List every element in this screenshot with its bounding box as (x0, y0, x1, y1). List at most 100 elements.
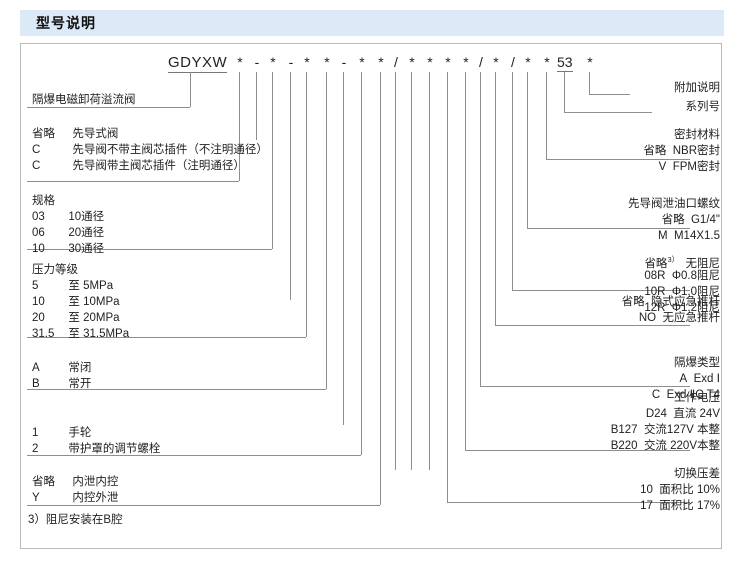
leader-line-vertical (411, 72, 412, 470)
normal-state-text: 常开 (68, 378, 92, 390)
drain-control-text: 内泄内控 (72, 476, 119, 488)
pilot-type-code: C (32, 160, 41, 172)
drain-control-item: 省略 内泄内控 (32, 474, 118, 490)
pilot-type-item: C 先导阀不带主阀芯插件（不注明通径） (32, 142, 268, 158)
normal-state-item: A 常闭 (32, 360, 91, 376)
leader-line-horizontal (27, 107, 190, 108)
leader-line-horizontal (27, 249, 272, 250)
leader-line-horizontal (447, 502, 690, 503)
damping-text: Φ0.8阻尼 (671, 270, 720, 282)
pressure-grade-item: 5 至 5MPa (32, 278, 113, 294)
switch-pressure-diff-header: 切换压差 (674, 468, 720, 480)
emergency-rod-code: 省略 (621, 296, 645, 308)
leader-line-horizontal (527, 228, 690, 229)
pressure-grade-text: 至 10MPa (68, 296, 120, 308)
seal-material-code: 省略 (643, 145, 667, 157)
leader-line-vertical (290, 72, 291, 300)
leader-line-horizontal (27, 505, 380, 506)
leader-line-vertical (429, 72, 430, 470)
leader-line-horizontal (27, 337, 306, 338)
code-position-marker: * (463, 54, 469, 70)
pilot-type-text: 先导式阀 (72, 128, 119, 140)
pilot-type-text: 先导阀不带主阀芯插件（不注明通径） (72, 144, 268, 156)
damping-code-superscript: 3） (667, 255, 680, 264)
leader-line-vertical (380, 72, 381, 505)
code-position-marker: * (237, 54, 243, 70)
model-prefix: GDYXW (168, 54, 228, 73)
leader-line-vertical (564, 72, 565, 112)
leader-line-horizontal (27, 389, 326, 390)
page-title: 型号说明 (36, 15, 96, 31)
leader-line-vertical (361, 72, 362, 455)
pilot-drain-thread-item: 省略 G1/4" (651, 212, 720, 228)
damping-text: Φ1.2阻尼 (671, 302, 720, 314)
switch-pressure-diff-code: 17 (640, 500, 653, 512)
emergency-rod-item: NO 无应急推杆 (622, 310, 720, 326)
series-number-item: 系列号 (686, 99, 721, 115)
code-position-marker: * (270, 54, 276, 70)
code-separator: / (479, 54, 483, 70)
leader-line-vertical (272, 72, 273, 249)
leader-line-vertical (480, 72, 481, 386)
working-voltage-header: 工作电压 (674, 392, 720, 404)
code-separator: - (341, 54, 347, 70)
emergency-rod-text: 隐式应急推杆 (651, 296, 720, 308)
pressure-grade-code: 31.5 (32, 328, 55, 340)
drain-control-item: Y 内控外泄 (32, 490, 118, 506)
adjust-type-text: 带护罩的调节螺栓 (68, 443, 161, 455)
explosion-proof-type-header: 隔爆类型 (674, 357, 720, 369)
pressure-grade-header: 压力等级 (32, 264, 78, 276)
switch-pressure-diff-code: 10 (640, 484, 653, 496)
working-voltage-text: 交流 220V本整 (643, 440, 720, 452)
pilot-drain-thread-code: M (657, 230, 668, 242)
leader-line-vertical (495, 72, 496, 325)
code-position-marker: * (587, 54, 593, 70)
explosion-proof-type-code: C (651, 389, 661, 401)
code-position-marker: * (544, 54, 550, 70)
damping-item: 10R Φ1.0阻尼 (625, 284, 720, 300)
leader-line-horizontal (495, 325, 690, 326)
adjust-type-code: 2 (32, 443, 39, 455)
normal-state-item: B 常开 (32, 376, 91, 392)
size-code: 03 (32, 211, 45, 223)
additional-note-text: 附加说明 (674, 82, 720, 94)
explosion-proof-type-item: A Exd Ⅰ (669, 371, 720, 387)
pressure-grade-code: 10 (32, 296, 45, 308)
working-voltage-item: B220 交流 220V本整 (600, 438, 720, 454)
seal-material-text: NBR密封 (672, 145, 720, 157)
adjust-type-text: 手轮 (68, 427, 92, 439)
code-separator: - (288, 54, 294, 70)
damping-code: 08R (644, 270, 666, 282)
seal-material-item: 省略 NBR密封 (632, 143, 720, 159)
size-item: 03 10通径 (32, 209, 104, 225)
size-text: 30通径 (68, 243, 105, 255)
working-voltage-code: B220 (610, 440, 638, 452)
leader-line-horizontal (564, 112, 652, 113)
pressure-grade-text: 至 31.5MPa (68, 328, 130, 340)
leader-line-horizontal (27, 455, 361, 456)
leader-line-vertical (527, 72, 528, 228)
normal-state-code: B (32, 378, 40, 390)
pilot-type-code: 省略 (32, 128, 55, 140)
leader-line-horizontal (512, 290, 690, 291)
switch-pressure-diff-text: 面积比 10% (659, 484, 720, 496)
pilot-drain-thread-text: G1/4" (690, 214, 720, 226)
pressure-grade-item: 10 至 10MPa (32, 294, 120, 310)
pressure-grade-code: 20 (32, 312, 45, 324)
damping-item: 12R Φ1.2阻尼 (625, 300, 720, 316)
code-separator: / (511, 54, 515, 70)
drain-control-text: 内控外泄 (72, 492, 119, 504)
leader-line-horizontal (589, 94, 630, 95)
pilot-drain-thread-header: 先导阀泄油口螺纹 (628, 198, 720, 210)
working-voltage-text: 交流127V 本整 (643, 424, 720, 436)
series-number-text: 系列号 (685, 101, 721, 113)
seal-material-text: FPM密封 (672, 161, 720, 173)
explosion-proof-type-text: Exd Ⅰ (693, 373, 720, 385)
emergency-rod-text: 无应急推杆 (662, 312, 721, 324)
leader-line-horizontal (546, 159, 690, 160)
code-position-marker: * (493, 54, 499, 70)
leader-line-vertical (306, 72, 307, 337)
code-position-marker: * (359, 54, 365, 70)
pilot-type-code: C (32, 144, 41, 156)
size-header: 规格 (32, 195, 55, 207)
